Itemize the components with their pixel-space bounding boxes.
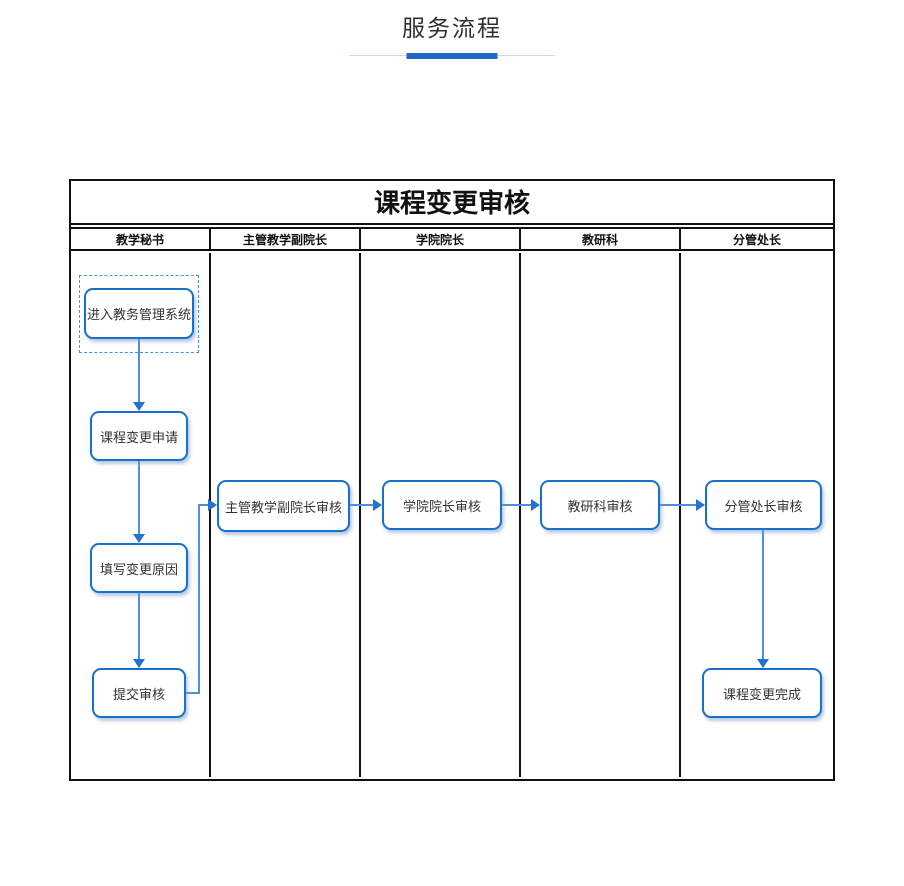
flowchart: 课程变更审核 教学秘书 主管教学副院长 学院院长 教研科 分管处长 进入教务管理…	[69, 179, 835, 781]
node-fill-reason: 填写变更原因	[90, 543, 188, 593]
arrowhead-down-icon	[133, 402, 145, 411]
arrowhead-right-icon	[373, 499, 382, 511]
node-research-review: 教研科审核	[540, 480, 660, 530]
node-enter-system: 进入教务管理系统	[84, 288, 194, 339]
node-vice-dean-review: 主管教学副院长审核	[217, 480, 350, 532]
arrowhead-right-icon	[696, 499, 705, 511]
arrowhead-right-icon	[531, 499, 540, 511]
arrowhead-down-icon	[133, 659, 145, 668]
node-dean-review: 学院院长审核	[382, 480, 502, 530]
connector-vice-to-dean	[350, 504, 374, 506]
lane-header-vice-dean: 主管教学副院长	[211, 229, 361, 249]
connector-submit-out	[186, 692, 200, 694]
connector-reason-to-submit	[138, 593, 140, 659]
connector-director-to-done	[762, 530, 764, 660]
lane-header-teaching-secretary: 教学秘书	[71, 229, 211, 249]
arrowhead-right-icon	[208, 499, 217, 511]
lane-header-row: 教学秘书 主管教学副院长 学院院长 教研科 分管处长	[71, 227, 833, 251]
lane-column-teaching-secretary	[71, 253, 211, 777]
page-header: 服务流程	[0, 0, 904, 59]
lane-body	[71, 253, 833, 777]
node-change-request: 课程变更申请	[90, 411, 188, 461]
lane-header-dean: 学院院长	[361, 229, 521, 249]
page-title: 服务流程	[402, 15, 502, 41]
connector-request-to-reason	[138, 461, 140, 534]
start-node-dashed-frame	[79, 275, 199, 353]
node-change-complete: 课程变更完成	[702, 668, 822, 718]
connector-enter-to-request	[138, 339, 140, 402]
node-submit-review: 提交审核	[92, 668, 186, 718]
lane-header-research-section: 教研科	[521, 229, 681, 249]
arrowhead-down-icon	[757, 659, 769, 668]
lane-column-dean	[361, 253, 521, 777]
connector-submit-riser	[198, 505, 200, 694]
connector-dean-to-research	[502, 504, 532, 506]
lane-column-research-section	[521, 253, 681, 777]
lane-column-vice-dean	[211, 253, 361, 777]
node-director-review: 分管处长审核	[705, 480, 822, 530]
connector-submit-to-vice	[198, 504, 209, 506]
title-underline	[349, 53, 555, 59]
title-underline-accent-bar	[406, 53, 498, 59]
diagram-title: 课程变更审核	[71, 181, 833, 225]
lane-header-division-director: 分管处长	[732, 232, 781, 247]
connector-research-to-director	[660, 504, 697, 506]
arrowhead-down-icon	[133, 534, 145, 543]
